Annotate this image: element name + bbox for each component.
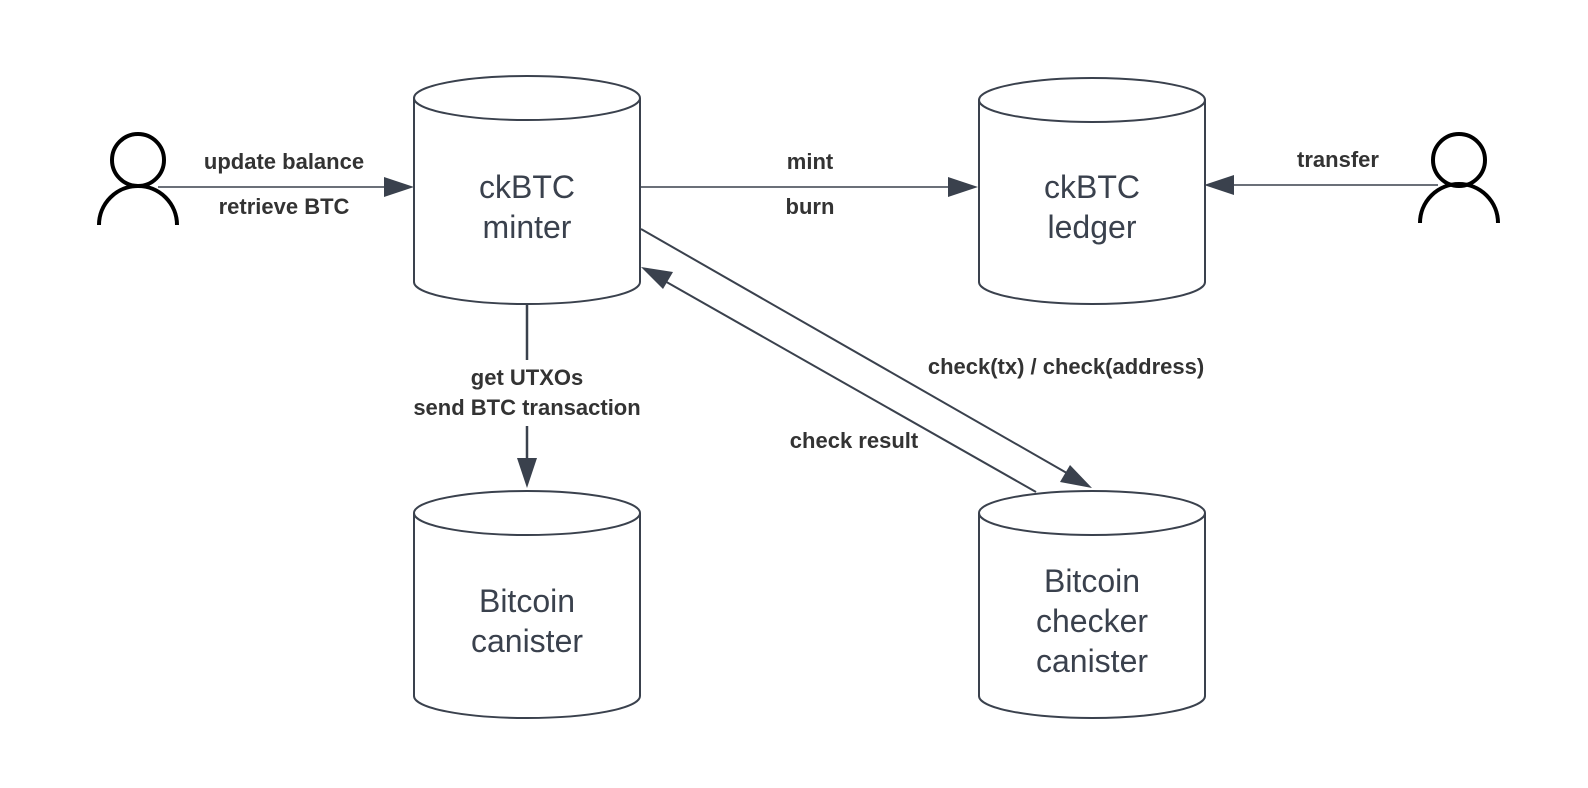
user-icon-right	[1418, 132, 1500, 224]
edge-label-check: check(tx) / check(address)	[928, 354, 1204, 379]
edge-label-update-balance: update balance	[204, 149, 364, 174]
node-bitcoin-canister: Bitcoin canister	[413, 490, 641, 719]
node-label-bitcoin: Bitcoin	[1044, 563, 1140, 599]
node-label-ckbtc: ckBTC	[1044, 169, 1140, 205]
edge-minter-to-ledger: mint burn	[641, 149, 978, 219]
edge-label-transfer: transfer	[1297, 147, 1379, 172]
node-bitcoin-checker-canister: Bitcoin checker canister	[978, 490, 1206, 719]
edge-checker-to-minter: check result	[641, 267, 1037, 493]
node-label-ledger: ledger	[1048, 209, 1137, 245]
edge-minter-to-bitcoin-canister: get UTXOs send BTC transaction	[413, 302, 641, 488]
edge-label-send-btc-transaction: send BTC transaction	[413, 395, 640, 420]
node-label-canister: canister	[471, 623, 583, 659]
arrowhead-icon	[641, 267, 673, 289]
arrowhead-icon	[517, 458, 537, 488]
edge-label-retrieve-btc: retrieve BTC	[219, 194, 350, 219]
arrowhead-icon	[384, 177, 414, 197]
edge-label-burn: burn	[786, 194, 835, 219]
edge-label-mint: mint	[787, 149, 834, 174]
arrowhead-icon	[1060, 465, 1092, 488]
node-label-canister: canister	[1036, 643, 1148, 679]
edge-minter-to-checker: check(tx) / check(address)	[640, 228, 1204, 488]
node-label-minter: minter	[483, 209, 572, 245]
node-label-ckbtc: ckBTC	[479, 169, 575, 205]
user-icon-left	[97, 132, 179, 226]
edge-label-get-utxos: get UTXOs	[471, 365, 583, 390]
node-label-bitcoin: Bitcoin	[479, 583, 575, 619]
arrowhead-icon	[1204, 175, 1234, 195]
node-ckbtc-minter: ckBTC minter	[413, 75, 641, 305]
arrowhead-icon	[948, 177, 978, 197]
edge-user-to-ledger: transfer	[1204, 147, 1438, 195]
node-ckbtc-ledger: ckBTC ledger	[978, 77, 1206, 305]
node-label-checker: checker	[1036, 603, 1148, 639]
edge-label-check-result: check result	[790, 428, 919, 453]
edge-user-to-minter: update balance retrieve BTC	[158, 149, 414, 219]
